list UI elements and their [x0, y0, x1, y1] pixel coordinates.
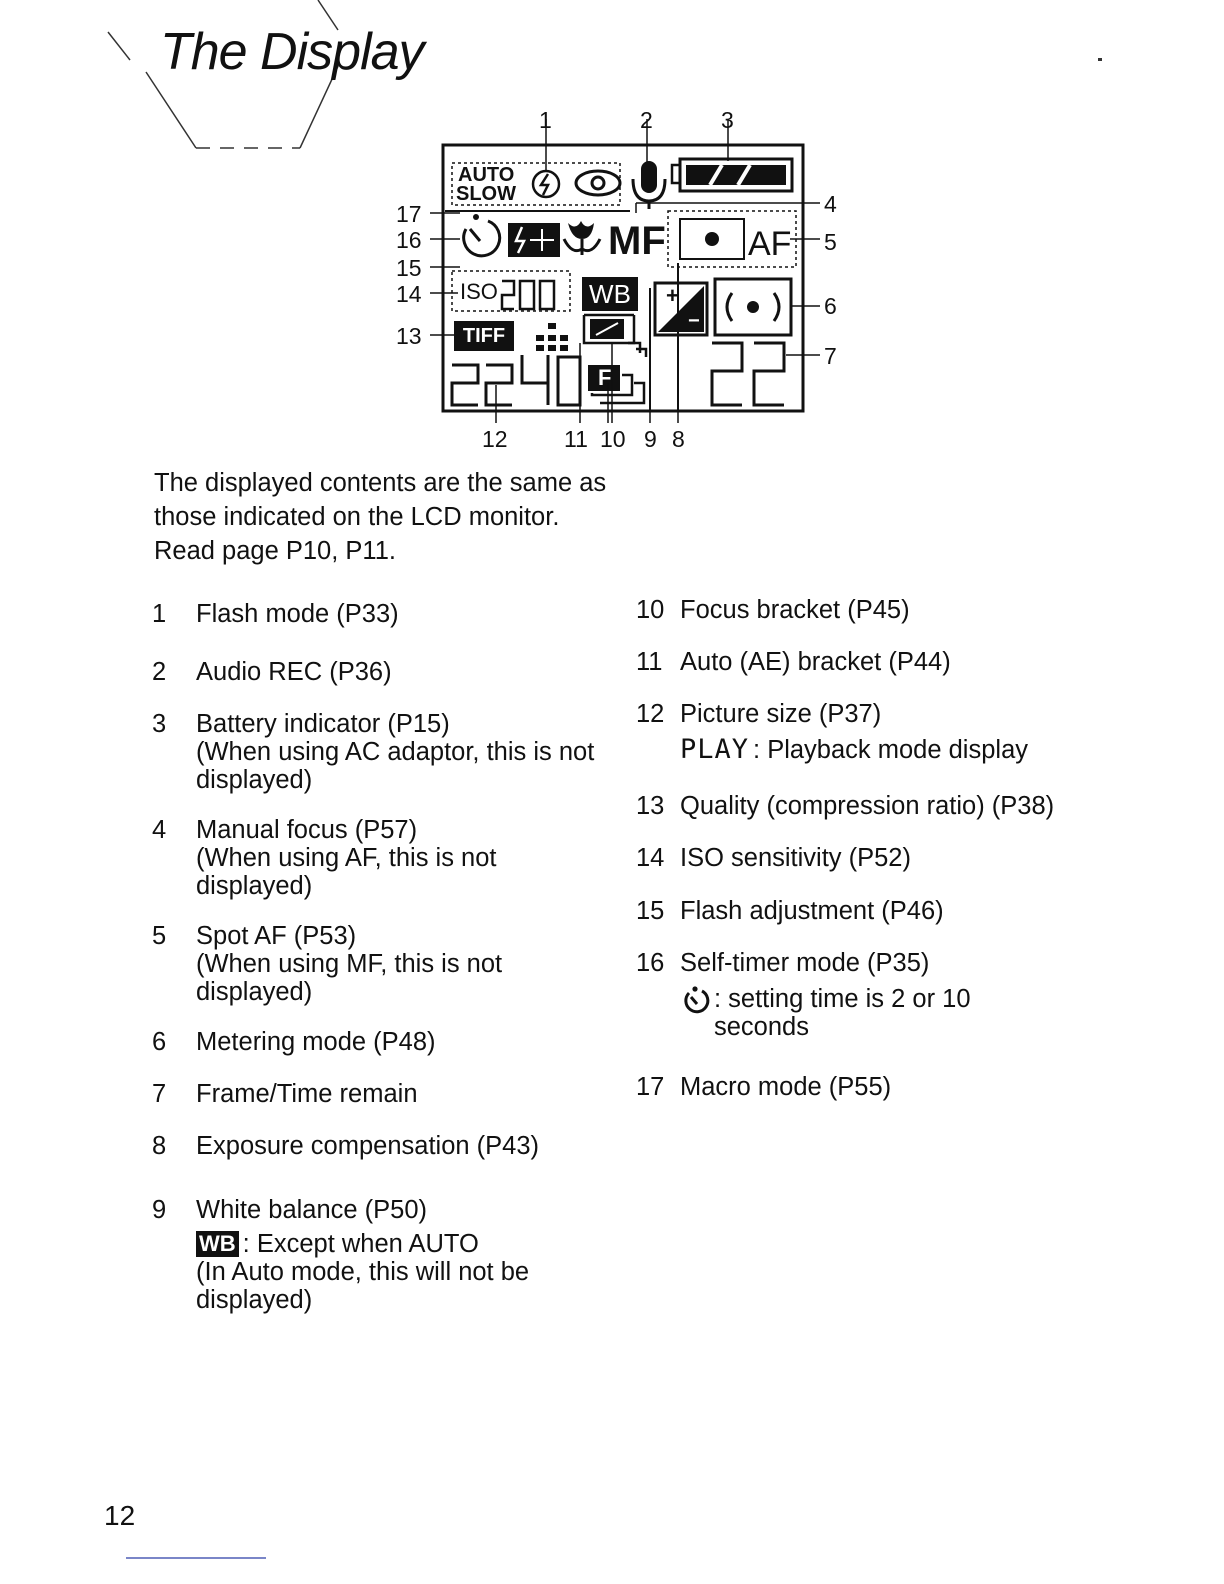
- spot-af-indicator: AF: [748, 225, 792, 263]
- list-item: 2 Audio REC (P36): [152, 658, 392, 686]
- list-item: 17 Macro mode (P55): [636, 1073, 892, 1101]
- self-timer-icon: [684, 986, 710, 1014]
- callout-6: 6: [824, 293, 837, 319]
- display-items-left: 1 Flash mode (P33) 2 Audio REC (P36) 3 B…: [152, 600, 612, 1314]
- list-item: 1 Flash mode (P33): [152, 600, 399, 628]
- callout-9: 9: [644, 426, 657, 452]
- list-item: 3 Battery indicator (P15) (When using AC…: [152, 710, 595, 794]
- callout-12: 12: [482, 426, 508, 452]
- callout-3: 3: [721, 107, 734, 133]
- page-title: The Display: [160, 23, 425, 81]
- callout-11: 11: [564, 426, 588, 452]
- play-segment-display: PLAY: [680, 734, 750, 765]
- list-item: 4 Manual focus (P57) (When using AF, thi…: [152, 816, 497, 900]
- list-item: 8 Exposure compensation (P43): [152, 1132, 540, 1160]
- quality-indicator: TIFF: [454, 321, 514, 351]
- title-decoration: [107, 0, 340, 149]
- list-item: 13 Quality (compression ratio) (P38): [636, 792, 1055, 820]
- list-item: 16 Self-timer mode (P35) : setting time …: [636, 949, 971, 1041]
- list-item: 11 Auto (AE) bracket (P44): [636, 648, 951, 676]
- callout-15: 15: [396, 255, 422, 281]
- list-item: 7 Frame/Time remain: [152, 1080, 418, 1108]
- list-item: 9 White balance (P50) WB : Except when A…: [152, 1196, 530, 1314]
- manual-focus-indicator: MF: [608, 219, 666, 263]
- intro-paragraph: The displayed contents are the same as t…: [154, 469, 607, 565]
- iso-label: ISO: [460, 279, 498, 304]
- list-item: 15 Flash adjustment (P46): [636, 897, 944, 925]
- callout-5: 5: [824, 229, 837, 255]
- stray-dot: [1098, 58, 1102, 61]
- auto-bracket-label: F: [598, 365, 612, 390]
- list-item: 5 Spot AF (P53) (When using MF, this is …: [152, 922, 503, 1006]
- callout-2: 2: [640, 107, 653, 133]
- footer-rule: [126, 1557, 266, 1559]
- callout-16: 16: [396, 227, 422, 253]
- lcd-drawing: [430, 119, 820, 423]
- exposure-plus: +: [666, 283, 679, 308]
- auto-slow-top: AUTO: [458, 164, 515, 186]
- list-item: 14 ISO sensitivity (P52): [636, 844, 911, 872]
- list-item: 10 Focus bracket (P45): [636, 596, 910, 624]
- lcd-display-diagram: AUTO SLOW MF AF ISO WB TIFF F + − 1 2 3 …: [396, 109, 837, 451]
- display-items-right: 10 Focus bracket (P45) 11 Auto (AE) brac…: [636, 596, 1106, 1101]
- page-number: 12: [104, 1500, 136, 1531]
- callout-7: 7: [824, 343, 837, 369]
- auto-slow-bottom: SLOW: [456, 183, 516, 205]
- callout-4: 4: [824, 191, 837, 217]
- callout-17: 17: [396, 201, 422, 227]
- list-item: 12 Picture size (P37) PLAY : Playback mo…: [636, 700, 1029, 765]
- exposure-minus: −: [688, 310, 700, 332]
- callout-10: 10: [600, 426, 626, 452]
- white-balance-indicator: WB: [582, 277, 638, 311]
- callout-1: 1: [539, 107, 552, 133]
- list-item: 6 Metering mode (P48): [152, 1028, 436, 1056]
- callout-14: 14: [396, 281, 422, 307]
- wb-icon: WB: [196, 1231, 239, 1257]
- callout-8: 8: [672, 426, 685, 452]
- callout-13: 13: [396, 323, 422, 349]
